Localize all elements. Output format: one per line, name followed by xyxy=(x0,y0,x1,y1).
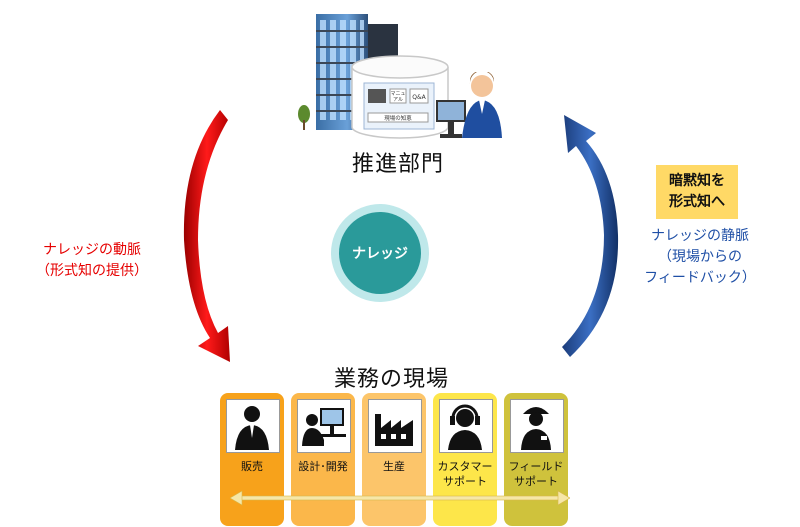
card-sales: 販売 xyxy=(220,393,284,526)
artery-caption: ナレッジの動脈 （形式知の提供） xyxy=(36,240,148,282)
card-label: フィールド サポート xyxy=(508,460,564,488)
field-title: 業務の現場 xyxy=(334,367,450,392)
designer-at-computer-icon xyxy=(297,399,351,453)
hq-title: 推進部門 xyxy=(352,152,445,177)
field-worker-icon xyxy=(510,399,564,453)
right-blue-arrow xyxy=(562,115,619,357)
qa-screen-label: Q&A xyxy=(412,94,426,101)
vein-sublabel2: フィードバック） xyxy=(644,270,756,286)
manual-screen-label: マニュ xyxy=(390,91,405,97)
card-label: 生産 xyxy=(383,460,405,473)
vein-caption: ナレッジの静脈 （現場からの フィードバック） xyxy=(630,226,770,289)
card-field-support: フィールド サポート xyxy=(504,393,568,526)
card-design-dev: 設計･開発 xyxy=(291,393,355,526)
card-label: カスタマー サポート xyxy=(437,460,493,488)
headset-operator-icon xyxy=(439,399,493,453)
salesperson-icon xyxy=(226,399,280,453)
vein-label: ナレッジの静脈 xyxy=(651,228,749,244)
knowledge-circle: ナレッジ xyxy=(339,212,421,294)
field-wisdom-screen-label: 現場の知恵 xyxy=(384,114,412,122)
artery-sublabel: （形式知の提供） xyxy=(36,263,148,279)
knowledge-label: ナレッジ xyxy=(352,246,408,262)
tacit-line1: 暗黙知を xyxy=(669,173,725,189)
card-production: 生産 xyxy=(362,393,426,526)
staff-at-monitor-icon xyxy=(436,72,502,138)
svg-text:アル: アル xyxy=(393,97,403,103)
card-customer-support: カスタマー サポート xyxy=(433,393,497,526)
card-label: 販売 xyxy=(241,460,263,473)
tacit-to-explicit-box: 暗黙知を 形式知へ xyxy=(656,165,738,219)
card-label: 設計･開発 xyxy=(298,460,348,473)
vein-sublabel1: （現場からの xyxy=(658,249,742,265)
knowledge-database-icon: マニュ アル Q&A 現場の知恵 xyxy=(351,55,449,139)
tacit-line2: 形式知へ xyxy=(669,194,725,210)
artery-label: ナレッジの動脈 xyxy=(43,242,141,258)
bidirectional-arrow xyxy=(230,490,570,506)
left-red-arrow xyxy=(183,110,230,362)
factory-icon xyxy=(368,399,422,453)
